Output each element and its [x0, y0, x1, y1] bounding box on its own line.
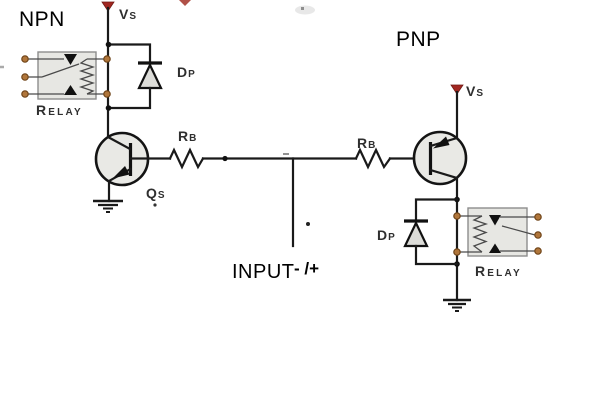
relay-terminal-dot [21, 55, 29, 63]
input-network [201, 155, 358, 248]
input-polarity-label: - /+ [294, 259, 320, 278]
relay-terminal-dot [103, 55, 111, 63]
npn-title: NPN [19, 8, 65, 31]
npn-flyback-diode-icon [107, 43, 163, 110]
pnp-relay-icon [453, 207, 542, 257]
pnp-base-resistor-icon [354, 147, 392, 170]
ground-icon [93, 199, 123, 213]
relay-terminal-dot [103, 90, 111, 98]
input-label: INPUT [232, 261, 295, 283]
rb-label-left: Rb [178, 128, 198, 144]
artifact-smudge [295, 5, 315, 15]
relay-terminal-dot [534, 231, 542, 239]
pnp-transistor-icon [412, 130, 468, 186]
junction-dot [222, 155, 228, 162]
pnp-circuit [354, 84, 542, 312]
ground-icon [443, 298, 471, 312]
artifact-dot [301, 7, 304, 10]
vs-supply-terminal-icon [101, 1, 115, 12]
vs-label-left: Vs [119, 6, 138, 22]
npn-relay-icon [21, 51, 111, 100]
junction-dot [105, 41, 112, 48]
npn-circuit [21, 1, 205, 213]
rb-label-right: Rb [357, 135, 377, 151]
relay-terminal-dot [453, 212, 461, 220]
vs-label-right: Vs [466, 83, 485, 99]
relay-terminal-dot [21, 90, 29, 98]
dp-label-right: Dp [377, 227, 396, 243]
junction-dot [105, 105, 112, 111]
image-artifacts [0, 0, 315, 226]
pnp-title: PNP [396, 28, 441, 51]
relay-terminal-dot [453, 248, 461, 256]
relay-terminal-dot [21, 73, 29, 81]
relay-terminal-dot [534, 247, 542, 255]
dp-label-left: Dp [177, 64, 196, 80]
artifact-red-triangle [179, 0, 191, 6]
relay-terminal-dot [534, 213, 542, 221]
qs-label: Qs [146, 185, 166, 201]
artifact-dot [153, 203, 157, 207]
relay-label-left: Relay [36, 102, 83, 118]
relay-label-right: Relay [475, 263, 522, 279]
vs-supply-terminal-icon [450, 84, 464, 95]
pnp-flyback-diode-icon [403, 198, 459, 266]
npn-base-resistor-icon [168, 147, 205, 170]
artifact-dot [306, 222, 310, 226]
